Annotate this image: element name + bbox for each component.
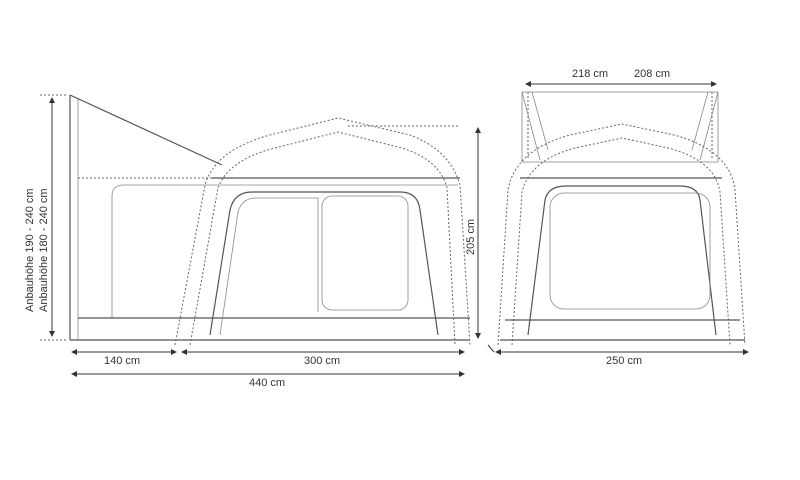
side-view [69, 94, 471, 346]
front-width-label: 250 cm [606, 355, 642, 367]
side-width-label: 140 cm [104, 355, 140, 367]
front-view [497, 91, 746, 346]
total-width-label: 440 cm [249, 377, 285, 389]
top-width-overlay-label: 208 cm [634, 68, 670, 80]
main-width-label: 300 cm [304, 355, 340, 367]
height-range-label: Anbauhöhe 180 - 240 cm [38, 188, 50, 312]
height-range-overlay-label: Anbauhöhe 190 - 240 cm [24, 188, 36, 312]
main-height-label: 205 cm [465, 219, 477, 255]
top-width-label: 218 cm [572, 68, 608, 80]
